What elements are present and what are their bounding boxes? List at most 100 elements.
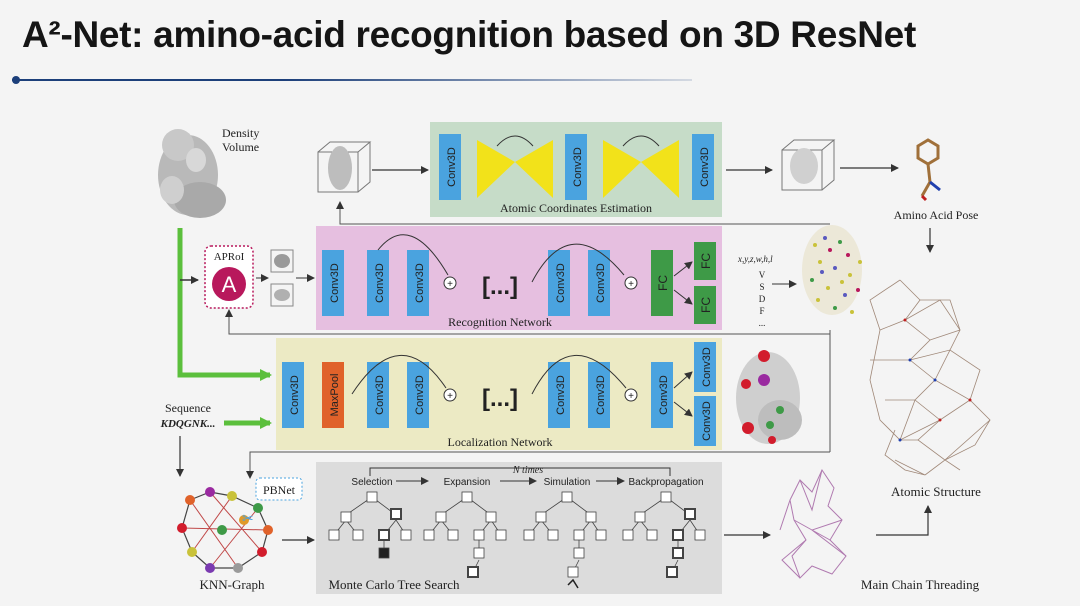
density-volume-label-l2: Volume [222,140,259,154]
rec-conv3d-5: Conv3D [588,250,610,316]
loc-conv3d-head-1: Conv3D [694,342,716,392]
svg-text:+: + [447,279,453,290]
mcts-n-times: N times [512,465,543,476]
mcts-tree-simulation [523,491,607,589]
sequence-label: Sequence [165,401,211,415]
loc-ellipsis: [...] [482,385,518,412]
recognition-network-label: Recognition Network [448,315,552,329]
svg-text:FC: FC [656,275,670,291]
density-volume-image [158,129,226,218]
loc-residual-add-1 [443,388,457,402]
mcts-tree-expansion [423,491,507,578]
class-output-0: V [759,270,766,280]
rec-conv3d-2: Conv3D [367,250,389,316]
rec-fc-bbox: FC [694,242,716,280]
svg-text:MaxPool: MaxPool [329,374,341,417]
svg-text:Conv3D: Conv3D [446,147,458,187]
svg-text:Conv3D: Conv3D [572,147,584,187]
localization-network-panel [276,338,722,450]
svg-text:Conv3D: Conv3D [555,375,567,415]
pbnet-box [255,477,303,501]
rec-conv3d-3: Conv3D [407,250,429,316]
loc-conv3d-5: Conv3D [588,362,610,428]
hourglass-2 [603,140,679,198]
aproi-label: APRoI [214,251,245,263]
pbnet-label: PBNet [263,483,296,497]
mcts-tree-selection [328,491,412,559]
coords-conv3d-3: Conv3D [692,134,714,200]
class-output-3: F [759,306,764,316]
knn-graph-label: KNN-Graph [200,577,265,592]
slide-title: A²-Net: amino-acid recognition based on … [22,14,916,55]
mcts-step-selection: Selection [351,477,392,488]
svg-text:FC: FC [699,253,713,269]
coords-conv3d-2: Conv3D [565,134,587,200]
svg-text:Conv3D: Conv3D [701,401,713,441]
title-underline-dot [12,76,20,84]
loc-conv3d-6: Conv3D [651,362,673,428]
density-volume-label-l1: Density [222,126,259,140]
svg-text:+: + [628,279,634,290]
loc-conv3d-head-2: Conv3D [694,396,716,446]
rec-fc-main: FC [651,250,673,316]
rec-residual-add-2 [624,276,638,290]
loc-conv3d-4: Conv3D [548,362,570,428]
svg-text:Conv3D: Conv3D [374,375,386,415]
svg-text:+: + [447,391,453,402]
atomic-structure-image [869,279,991,476]
mcts-label: Monte Carlo Tree Search [328,577,460,592]
rec-ellipsis: [...] [482,273,518,300]
svg-text:Conv3D: Conv3D [329,263,341,303]
class-output-2: D [759,294,766,304]
svg-text:Conv3D: Conv3D [595,263,607,303]
main-chain-threading-image [779,468,847,579]
mcts-step-expansion: Expansion [444,477,491,488]
svg-text:+: + [628,391,634,402]
svg-text:Conv3D: Conv3D [555,263,567,303]
sequence-value: KDQGNK... [160,418,216,430]
atomic-coordinates-label: Atomic Coordinates Estimation [500,201,652,215]
class-output-1: S [759,282,764,292]
green-arrow-to-localization [177,228,272,381]
amino-acid-point-cloud-image [802,225,862,315]
aproi-letter: A [222,272,237,297]
loc-conv3d-3: Conv3D [407,362,429,428]
svg-text:Conv3D: Conv3D [701,347,713,387]
svg-text:Conv3D: Conv3D [374,263,386,303]
mcts-tree-backpropagation [622,491,706,578]
bbox-output-label: x,y,z,w,h,l [737,254,773,264]
scissors-icon: ✂ [242,510,254,526]
title-underline [12,79,692,81]
rec-conv3d-4: Conv3D [548,250,570,316]
rec-conv3d-1: Conv3D [322,250,344,316]
mcts-step-backpropagation: Backpropagation [628,477,703,488]
atomic-structure-label: Atomic Structure [891,484,981,499]
roi-cubes-icon [270,249,294,307]
loc-maxpool: MaxPool [322,362,344,428]
svg-text:Conv3D: Conv3D [699,147,711,187]
svg-text:Conv3D: Conv3D [595,375,607,415]
coords-conv3d-1: Conv3D [439,134,461,200]
amino-acid-pose-label: Amino Acid Pose [894,208,979,222]
svg-text:Conv3D: Conv3D [658,375,670,415]
localization-network-label: Localization Network [448,435,553,449]
main-chain-threading-label: Main Chain Threading [861,577,980,592]
output-cube-icon [781,139,836,191]
loc-residual-add-2 [624,388,638,402]
amino-acid-pose-image [916,138,941,202]
localized-density-image [736,350,802,444]
svg-text:FC: FC [699,297,713,313]
svg-text:Conv3D: Conv3D [289,375,301,415]
loc-conv3d-1: Conv3D [282,362,304,428]
knn-graph-image [177,487,273,573]
svg-text:Conv3D: Conv3D [414,375,426,415]
input-cube-icon [317,141,372,193]
aproi-circle [212,267,246,301]
class-output-4: ... [759,318,766,328]
rec-residual-add-1 [443,276,457,290]
mcts-panel [316,462,722,594]
loc-conv3d-2: Conv3D [367,362,389,428]
svg-text:Conv3D: Conv3D [414,263,426,303]
mcts-step-simulation: Simulation [544,477,591,488]
